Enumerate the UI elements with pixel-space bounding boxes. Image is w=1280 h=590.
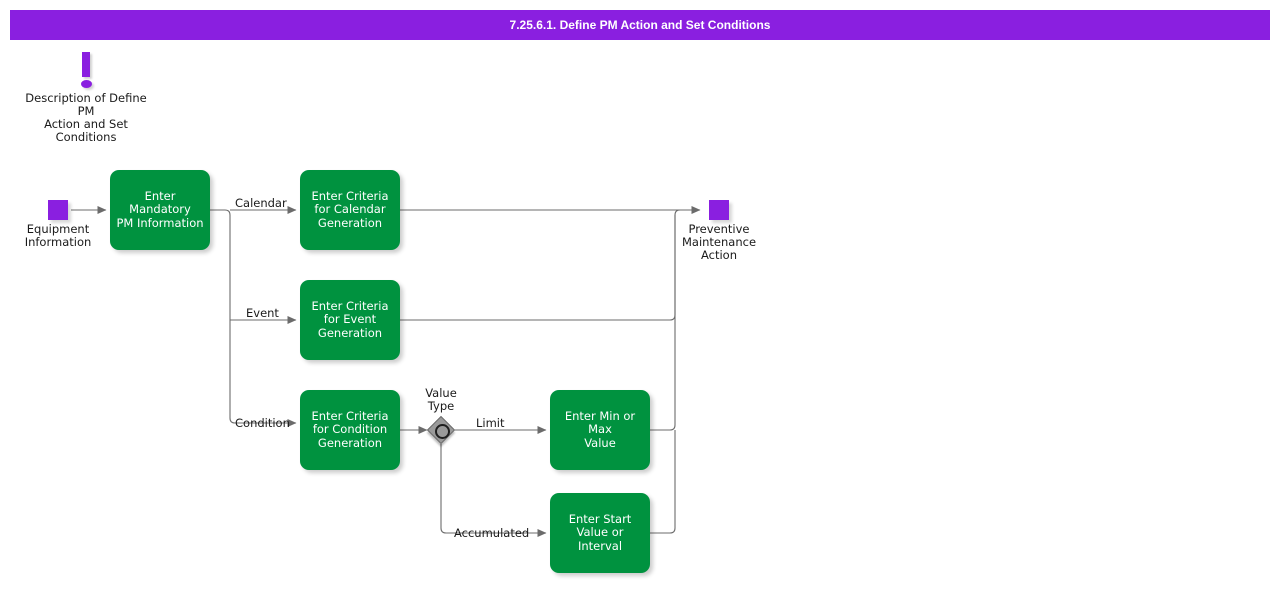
activity-enter-start-value-or-interval[interactable]: Enter Start Value or Interval bbox=[550, 493, 650, 573]
edge-label-limit: Limit bbox=[476, 416, 505, 430]
activity-label: Enter Mandatory PM Information bbox=[116, 188, 204, 230]
data-object-square-icon bbox=[709, 200, 729, 220]
data-node-label: Preventive Maintenance Action bbox=[681, 222, 757, 262]
activity-enter-criteria-for-event-generation[interactable]: Enter Criteria for Event Generation bbox=[300, 280, 400, 360]
description-annotation-label: Description of Define PM Action and Set … bbox=[25, 91, 147, 144]
data-node-equipment-information[interactable]: Equipment Information bbox=[8, 200, 108, 249]
data-node-preventive-maintenance-action[interactable]: Preventive Maintenance Action bbox=[669, 200, 769, 262]
gateway-value-type-label: Value Type bbox=[425, 386, 457, 413]
edge-label-event: Event bbox=[246, 306, 279, 320]
activity-enter-mandatory-pm-information[interactable]: Enter Mandatory PM Information bbox=[110, 170, 210, 250]
activity-enter-min-or-max-value[interactable]: Enter Min or Max Value bbox=[550, 390, 650, 470]
edge-gateway-accumulated bbox=[440, 444, 547, 537]
activity-label: Enter Criteria for Event Generation bbox=[311, 298, 389, 340]
page-title-bar: 7.25.6.1. Define PM Action and Set Condi… bbox=[10, 10, 1270, 40]
edge-startvalue-to-merge bbox=[650, 430, 676, 534]
edge-label-accumulated: Accumulated bbox=[454, 526, 530, 540]
edge-label-condition: Condition bbox=[235, 416, 290, 430]
activity-label: Enter Criteria for Calendar Generation bbox=[311, 188, 389, 230]
activity-enter-criteria-for-condition-generation[interactable]: Enter Criteria for Condition Generation bbox=[300, 390, 400, 470]
activity-label: Enter Start Value or Interval bbox=[568, 511, 632, 553]
activity-label: Enter Criteria for Condition Generation bbox=[311, 408, 389, 450]
gateway-value-type[interactable] bbox=[426, 415, 456, 445]
gateway-circle-icon bbox=[435, 424, 450, 439]
activity-label: Enter Min or Max Value bbox=[564, 408, 636, 450]
description-annotation: Description of Define PM Action and Set … bbox=[16, 52, 156, 144]
edge-event-to-merge bbox=[400, 209, 681, 321]
page-title: 7.25.6.1. Define PM Action and Set Condi… bbox=[509, 18, 771, 32]
exclamation-mark-icon bbox=[71, 52, 101, 90]
data-node-label: Equipment Information bbox=[24, 222, 92, 249]
data-object-square-icon bbox=[48, 200, 68, 220]
activity-enter-criteria-for-calendar-generation[interactable]: Enter Criteria for Calendar Generation bbox=[300, 170, 400, 250]
edge-label-calendar: Calendar bbox=[235, 196, 287, 210]
